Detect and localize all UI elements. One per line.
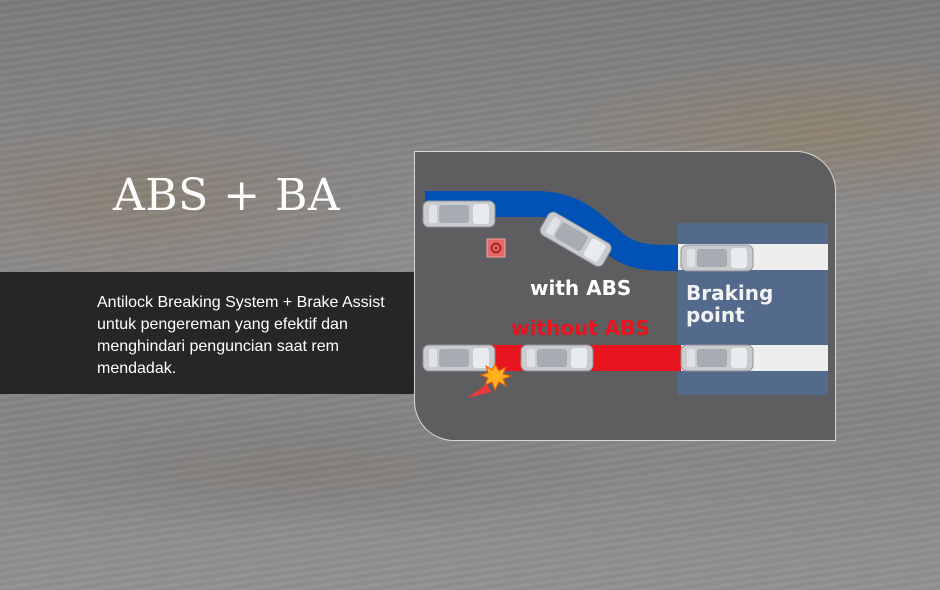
traffic-cone-icon [467,384,491,398]
braking-point-line1: Braking [686,281,774,305]
without-abs-label: without ABS [511,316,650,340]
with-abs-path [425,191,679,271]
car-icon [422,200,496,228]
warning-light-icon [486,238,506,258]
braking-point-line2: point [686,303,745,327]
car-icon [680,344,754,372]
crash-spark-icon [479,362,513,392]
car-icon [520,344,594,372]
car-icon [680,244,754,272]
abs-diagram [422,191,828,398]
description-text: Antilock Breaking System + Brake Assist … [97,294,385,377]
braking-point-label: Braking point [686,282,826,326]
with-abs-label: with ABS [530,276,632,300]
abs-diagram-panel: with ABS without ABS Braking point [414,151,836,441]
car-icon [422,344,496,372]
description-band: Antilock Breaking System + Brake Assist … [0,272,415,394]
page-title: ABS + BA [113,170,341,221]
